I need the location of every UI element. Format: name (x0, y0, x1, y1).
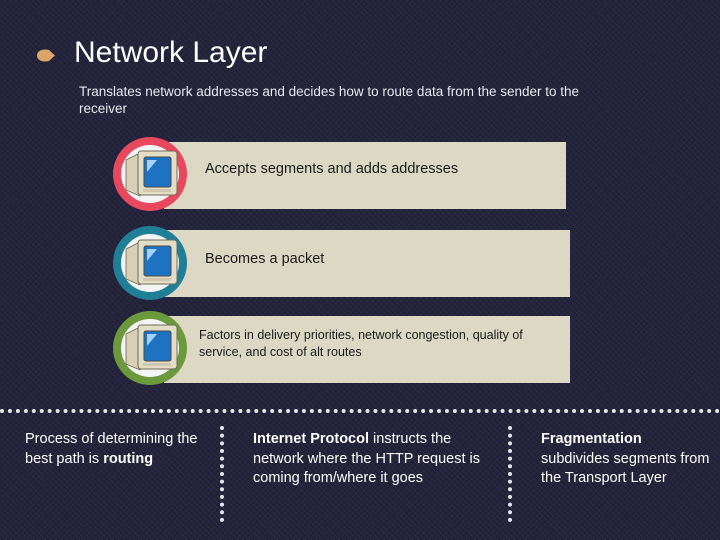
column-ip-bold: Internet Protocol (253, 431, 370, 447)
row-text-3: Factors in delivery priorities, network … (199, 328, 523, 359)
column-internet-protocol: Internet Protocol instructs the network … (253, 430, 491, 489)
computer-monitor-icon (121, 234, 179, 292)
page-subtitle: Translates network addresses and decides… (79, 84, 580, 116)
column-routing: Process of determining the best path is … (25, 430, 205, 469)
column-fragmentation: Fragmentation subdivides segments from t… (541, 430, 711, 489)
bullet-icon (37, 49, 55, 62)
row-circle-1 (113, 137, 187, 211)
row-box-1: Accepts segments and adds addresses (164, 142, 566, 209)
row-circle-2 (113, 226, 187, 300)
vertical-divider-2 (508, 426, 512, 522)
row-circle-3 (113, 311, 187, 385)
row-text-1: Accepts segments and adds addresses (205, 161, 459, 177)
column-ip-text: instructs the network where the HTTP req… (253, 431, 480, 486)
row-box-2: Becomes a packet (164, 230, 570, 297)
computer-monitor-icon (121, 319, 179, 377)
column-fragmentation-text: subdivides segments from the Transport L… (541, 450, 710, 487)
computer-monitor-icon (121, 145, 179, 203)
column-routing-bold: routing (103, 450, 154, 467)
row-box-3: Factors in delivery priorities, network … (164, 316, 570, 383)
page-title: Network Layer (74, 36, 268, 69)
vertical-divider-1 (220, 426, 224, 522)
column-routing-text: Process of determining the best path is (25, 431, 198, 467)
row-text-2: Becomes a packet (205, 251, 325, 267)
horizontal-divider (0, 409, 720, 413)
column-fragmentation-bold: Fragmentation (541, 431, 642, 447)
